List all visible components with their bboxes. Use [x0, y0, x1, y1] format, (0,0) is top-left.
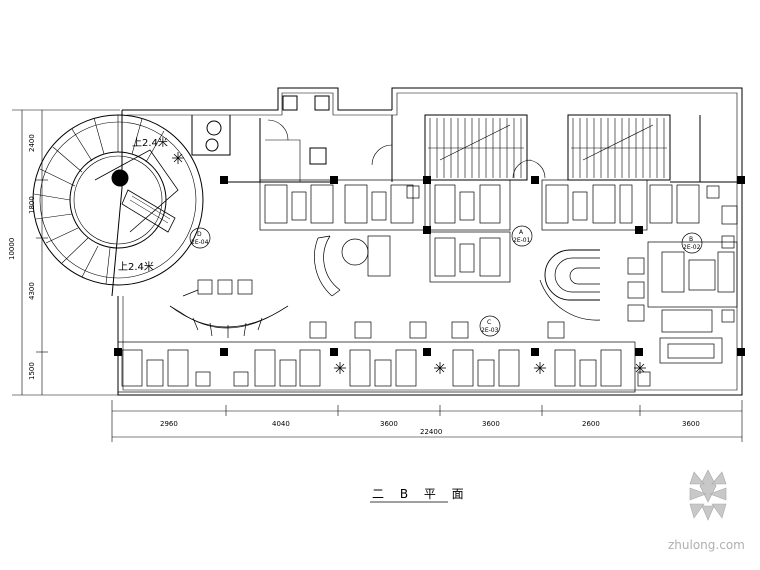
tag-a-letter: A: [519, 229, 524, 236]
drawing-title: 二 B 平 面: [372, 487, 470, 501]
bottom-booth-row: [117, 321, 651, 393]
tag-c-code: 2E-03: [481, 327, 499, 334]
top-booth-row: [259, 179, 738, 231]
stair-label-upper: 上2.4米: [132, 136, 168, 149]
dim-bottom-3: 3600: [380, 420, 398, 428]
section-tags: [189, 225, 703, 337]
tag-c: C 2E-03: [481, 319, 499, 334]
left-dimension-labels: 2400 1800 4300 1500 10000: [8, 134, 36, 380]
dim-left-3: 4300: [28, 282, 36, 300]
dim-left-1: 2400: [28, 134, 36, 152]
spiral-staircase: [32, 114, 204, 286]
tag-b-letter: B: [689, 236, 693, 243]
dim-bottom-6: 3600: [682, 420, 700, 428]
dim-bottom-1: 2960: [160, 420, 178, 428]
watermark-text: zhulong.com: [668, 538, 745, 552]
tag-c-letter: C: [487, 319, 491, 326]
tag-b: B 2E-02: [683, 236, 701, 251]
bottom-dimension-labels: 2960 4040 3600 3600 2600 3600 22400: [160, 420, 700, 436]
dim-bottom-2: 4040: [272, 420, 290, 428]
tag-d-code: 2E-04: [191, 239, 209, 246]
dim-left-2: 1800: [28, 196, 36, 214]
dim-left-total: 10000: [8, 238, 16, 260]
stairwells: [371, 114, 737, 183]
tag-b-code: 2E-02: [683, 244, 701, 251]
service-rooms: [191, 95, 338, 183]
dimension-lines: [12, 109, 743, 442]
tag-d-letter: D: [197, 231, 202, 238]
dim-bottom-4: 3600: [482, 420, 500, 428]
tag-d: D 2E-04: [191, 231, 209, 246]
dim-bottom-total: 22400: [420, 428, 442, 436]
dim-bottom-5: 2600: [582, 420, 600, 428]
tag-a: A 2E-01: [513, 229, 531, 244]
dim-left-4: 1500: [28, 362, 36, 380]
left-lounge: [169, 279, 289, 338]
middle-booths: [314, 231, 738, 364]
stair-label-lower: 上2.4米: [118, 260, 154, 273]
watermark-logo: [689, 469, 727, 521]
plants: [172, 152, 646, 374]
tag-a-code: 2E-01: [513, 237, 531, 244]
